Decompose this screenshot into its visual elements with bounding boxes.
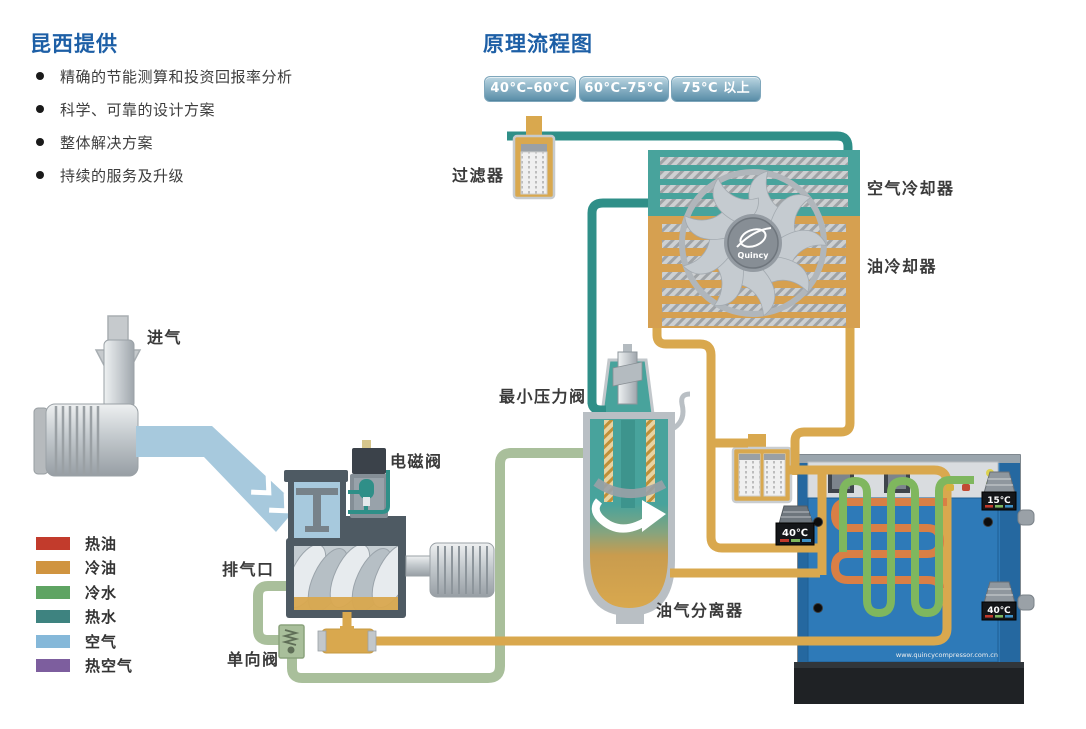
fan-icon: Quincy (679, 169, 828, 317)
swirl-ribbon (593, 478, 667, 498)
green-water-coil (839, 476, 974, 618)
legend-item: 热空气 (36, 654, 133, 679)
list-item: 精确的节能测算和投资回报率分析 (30, 66, 430, 87)
legend: 热油 冷油 冷水 热水 空气 热空气 (36, 531, 133, 678)
legend-label: 热水 (85, 608, 118, 627)
label-exhaust-port: 排气口 (222, 560, 275, 579)
legend-label: 热空气 (85, 657, 134, 676)
line-filter (512, 116, 556, 200)
display-value: 15℃ (987, 496, 1011, 506)
temp-display-left: 40℃ (775, 505, 815, 546)
display-value: 40℃ (782, 528, 808, 539)
motor (405, 542, 495, 598)
list-item: 科学、可靠的设计方案 (30, 99, 430, 120)
compressor (284, 470, 406, 618)
teal-air-pipes (507, 131, 853, 404)
temp-range-badge-2: 60°C–75°C (579, 76, 669, 102)
label-min-pressure-valve: 最小压力阀 (499, 387, 587, 406)
label-filter: 过滤器 (452, 166, 505, 185)
list-item: 持续的服务及升级 (30, 165, 430, 186)
legend-swatch (36, 585, 70, 599)
fan-brand-text: Quincy (738, 251, 770, 260)
bullet-list: 精确的节能测算和投资回报率分析 科学、可靠的设计方案 整体解决方案 持续的服务及… (30, 66, 430, 198)
bullet-icon (36, 171, 44, 179)
inlet-valve (296, 488, 338, 532)
bullet-icon (36, 72, 44, 80)
solenoid-valve (348, 440, 390, 518)
bullet-text: 整体解决方案 (60, 134, 154, 152)
side-knob (1017, 509, 1035, 526)
solenoid-tubing (348, 470, 390, 514)
temp-range-badge-3: 75°C 以上 (671, 76, 761, 102)
temp-range-badge-1: 40°C–60°C (484, 76, 576, 102)
screw-icon (983, 517, 993, 527)
oil-pipes (342, 328, 952, 646)
label-air-cooler: 空气冷却器 (867, 179, 955, 198)
swirl-arrow (591, 498, 651, 533)
bullet-text: 科学、可靠的设计方案 (60, 101, 216, 119)
legend-item: 空气 (36, 629, 133, 654)
coil-fitting (962, 484, 970, 491)
check-valve (278, 624, 305, 659)
bullet-icon (36, 105, 44, 113)
legend-swatch (36, 659, 70, 673)
dual-oil-filter (731, 434, 803, 504)
discharge-pipe (253, 448, 586, 683)
right-section-title: 原理流程图 (483, 32, 593, 56)
label-intake: 进气 (147, 328, 183, 347)
legend-label: 热油 (85, 534, 118, 553)
legend-label: 冷油 (85, 559, 118, 578)
cooler-assembly: Quincy (648, 150, 860, 328)
label-check-valve: 单向阀 (227, 650, 280, 669)
display-value: 40℃ (987, 606, 1011, 616)
label-oil-gas-separator: 油气分离器 (656, 601, 744, 620)
coil-fitting (946, 484, 954, 491)
temp-display-bottom-right: 40℃ (981, 581, 1017, 621)
screw-icon (813, 603, 823, 613)
legend-swatch (36, 561, 70, 575)
legend-swatch (36, 610, 70, 624)
legend-item: 冷水 (36, 580, 133, 605)
legend-item: 热油 (36, 531, 133, 556)
legend-label: 空气 (85, 632, 118, 651)
cabinet-website-text: www.quincycompressor.com.cn (896, 651, 998, 659)
legend-item: 热水 (36, 605, 133, 630)
left-section-title: 昆西提供 (30, 32, 118, 56)
legend-item: 冷油 (36, 556, 133, 581)
list-item: 整体解决方案 (30, 132, 430, 153)
legend-swatch (36, 634, 70, 648)
bullet-text: 持续的服务及升级 (60, 167, 185, 185)
legend-label: 冷水 (85, 583, 118, 602)
oil-gas-separator (583, 344, 691, 624)
bullet-text: 精确的节能测算和投资回报率分析 (60, 68, 293, 86)
intake-duct (136, 426, 298, 532)
bullet-icon (36, 138, 44, 146)
separator-hook (672, 391, 691, 431)
screw-icon (813, 517, 823, 527)
side-knob (1017, 594, 1035, 611)
oil-pipe-coupling (317, 626, 377, 654)
intake-air-filter (33, 339, 139, 477)
screw-rotors (294, 546, 398, 610)
label-oil-cooler: 油冷却器 (867, 257, 938, 276)
temp-display-top-right: 15℃ (981, 471, 1017, 511)
legend-swatch (36, 536, 70, 550)
label-solenoid-valve: 电磁阀 (390, 452, 443, 471)
